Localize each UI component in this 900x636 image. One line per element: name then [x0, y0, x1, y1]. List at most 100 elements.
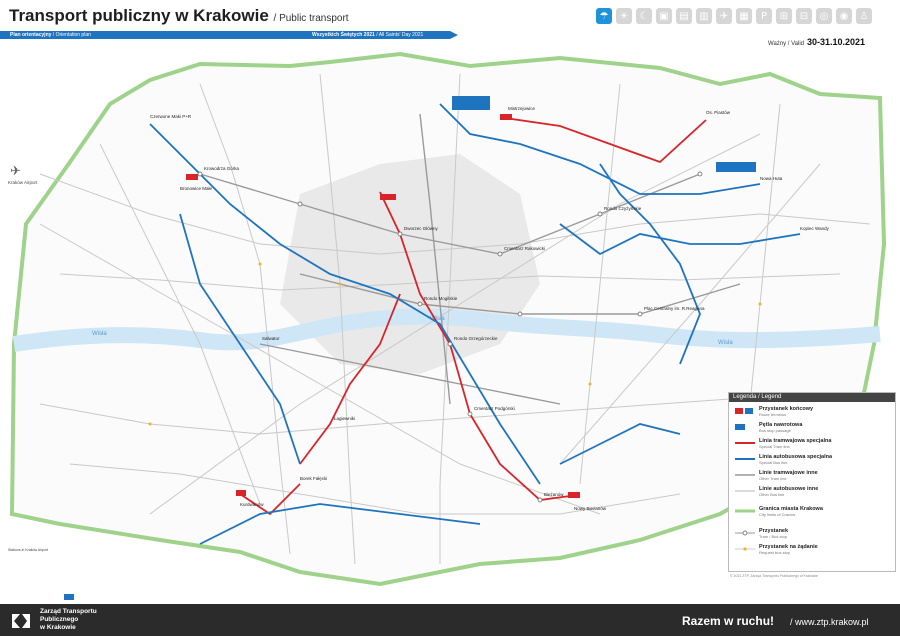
river-label: Wisła — [92, 331, 107, 337]
station-label: Mistrzejowice — [508, 106, 536, 111]
station-label: Krowodrza Górka — [204, 166, 240, 171]
station-label: Nowy Bieżanów — [574, 506, 607, 511]
agglomeration-icon[interactable]: ✈ — [716, 8, 732, 24]
terminus-marker — [236, 490, 246, 496]
terminus-marker — [500, 114, 512, 120]
special-bus-lines — [149, 103, 801, 545]
request-stop — [258, 262, 262, 266]
bike-rental-icon[interactable]: ◉ — [836, 8, 852, 24]
night-icon[interactable]: ☾ — [636, 8, 652, 24]
station-label: Łagiewniki — [334, 416, 355, 421]
station-label: Salwator — [262, 336, 280, 341]
period-label: Wszystkich Świętych 2021 / All Saints' D… — [312, 32, 424, 38]
request-stop — [758, 302, 762, 306]
special-bus-route — [149, 123, 541, 485]
river-label: Wisła — [718, 340, 733, 346]
plan-bar: Plan orientacyjny / Orientation plan Wsz… — [0, 31, 450, 39]
bike-icon[interactable]: ◎ — [816, 8, 832, 24]
plan-label: Plan orientacyjny / Orientation plan — [10, 32, 91, 38]
special-tram-route — [504, 117, 707, 164]
station-label: Cmentarz Rakowicki — [504, 246, 545, 251]
station-label: Os. Piastów — [706, 110, 731, 115]
stop — [597, 211, 603, 217]
transit-map[interactable]: Wisła Wisła Wisła — [0, 44, 900, 604]
terminus-marker — [186, 174, 198, 180]
stop — [197, 171, 203, 177]
airport-icon: ✈ — [10, 164, 21, 179]
river-label: Wisła — [430, 316, 445, 322]
ztp-logo-icon — [12, 614, 30, 628]
loop-symbol — [735, 424, 745, 430]
stop — [697, 171, 703, 177]
park-icon[interactable]: P — [756, 8, 772, 24]
tram-icon[interactable]: ▣ — [656, 8, 672, 24]
route-badge — [746, 162, 756, 172]
pedestrian-icon[interactable]: ♙ — [856, 8, 872, 24]
terminus-marker — [568, 492, 580, 498]
request-stop — [588, 382, 592, 386]
special-tram-route — [379, 191, 571, 501]
other-bus-symbol — [735, 490, 755, 492]
special-bus-symbol — [735, 458, 755, 460]
special-tram-lines — [239, 117, 707, 516]
valid-dates: 30-31.10.2021 — [807, 37, 866, 47]
stop — [517, 311, 523, 317]
header: Transport publiczny w Krakowie / Public … — [0, 0, 900, 30]
park-ride-icon[interactable]: ⊞ — [776, 8, 792, 24]
bus-night-icon[interactable]: ▥ — [696, 8, 712, 24]
stop — [397, 231, 403, 237]
stop — [497, 251, 503, 257]
route-badges — [64, 96, 756, 600]
station-label: Bieżanów — [544, 492, 564, 497]
special-tram-route — [299, 293, 401, 465]
station-label: Cmentarz Podgórski — [474, 406, 515, 411]
terminus-markers — [186, 114, 580, 498]
footer: Zarząd Transportu Publicznego w Krakowie… — [0, 604, 900, 636]
plan-bar-arrow — [450, 31, 458, 39]
station-label: Rondo Czyżyńskie — [604, 206, 642, 211]
slogan: Razem w ruchu! — [682, 614, 775, 628]
airport-note: Stations in Kraków Airport — [8, 548, 49, 552]
legend-title: Legenda / Legend — [729, 393, 895, 402]
route-badge — [64, 594, 74, 600]
weather-icon[interactable]: ☂ — [596, 8, 612, 24]
stop — [637, 311, 643, 317]
special-bus-route — [179, 213, 301, 465]
station-label: Dworzec Główny — [404, 226, 439, 231]
special-bus-route — [199, 503, 481, 545]
special-bus-route — [599, 163, 701, 365]
ticket-icon[interactable]: ▦ — [736, 8, 752, 24]
special-bus-route — [559, 423, 681, 465]
station-label: Kurdwanów — [240, 502, 264, 507]
station-label: Rondo Grzegórzeckie — [454, 336, 498, 341]
website-link[interactable]: / www.ztp.krakow.pl — [790, 617, 869, 627]
stop — [417, 301, 423, 307]
other-tram-symbol — [735, 474, 755, 476]
kiss-ride-icon[interactable]: ⊟ — [796, 8, 812, 24]
station-label: Czerwone Maki P+R — [150, 114, 192, 119]
day-icon[interactable]: ☀ — [616, 8, 632, 24]
page-subtitle: / Public transport — [273, 13, 349, 24]
page-title: Transport publiczny w Krakowie / Public … — [9, 6, 349, 25]
special-tram-symbol — [735, 442, 755, 444]
special-bus-route — [439, 103, 761, 195]
airport-label: Kraków Airport — [8, 180, 38, 185]
bus-icon[interactable]: ▤ — [676, 8, 692, 24]
station-label: Rondo Mogilskie — [424, 296, 458, 301]
request-stop-symbol — [735, 547, 755, 551]
stop-symbol — [735, 530, 755, 536]
station-label: Nowa Huta — [760, 176, 783, 181]
mode-toolbar: ☂ ☀ ☾ ▣ ▤ ▥ ✈ ▦ P ⊞ ⊟ ◎ ◉ ♙ — [596, 8, 872, 26]
request-stops — [148, 262, 762, 426]
stop — [447, 341, 453, 347]
